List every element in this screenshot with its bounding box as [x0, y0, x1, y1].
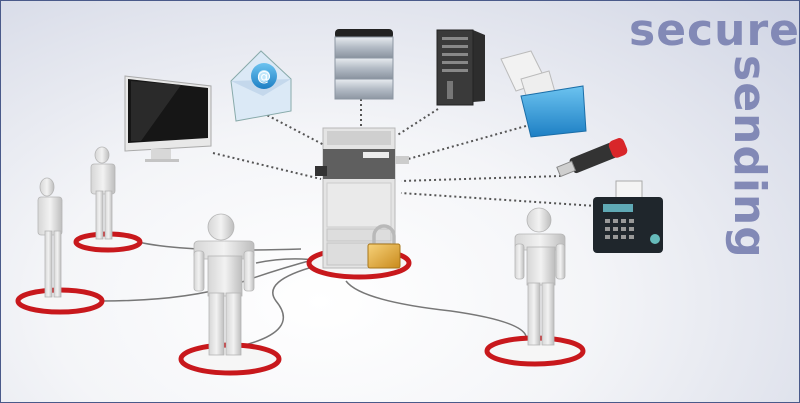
dotted-links	[212, 99, 597, 207]
network-storage-icon	[334, 29, 394, 100]
desktop-computer-icon	[124, 75, 212, 162]
user-back-left-figure	[90, 146, 116, 240]
fax-machine-icon	[593, 180, 663, 253]
padlock-icon	[367, 224, 401, 269]
title-secure: secure	[629, 5, 800, 56]
folder-icon	[500, 50, 587, 138]
usb-drive-icon	[556, 138, 628, 178]
svg-text:@: @	[257, 69, 271, 85]
email-icon: @	[230, 50, 292, 122]
user-far-left-figure	[37, 177, 63, 298]
user-front-center-figure	[193, 213, 255, 356]
user-front-right-figure	[514, 207, 566, 346]
server-icon	[436, 29, 485, 106]
red-rings	[15, 231, 586, 376]
title-sending: sending	[724, 55, 775, 259]
